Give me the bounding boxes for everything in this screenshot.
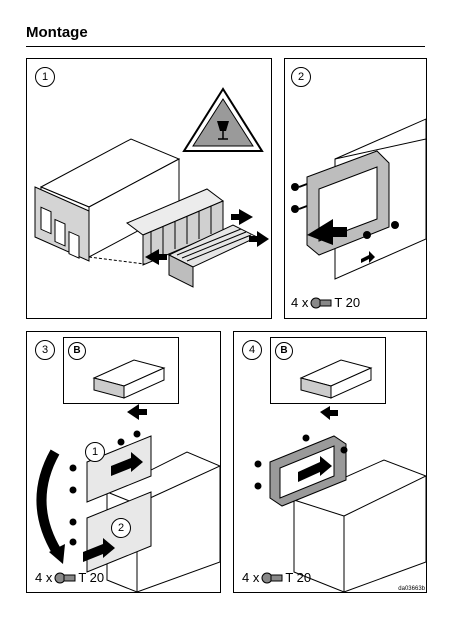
screw-spec: 4 x T 20 xyxy=(242,570,311,585)
step-number: 1 xyxy=(35,67,55,87)
screw-icon xyxy=(310,297,332,308)
step-2-illustration xyxy=(291,118,426,280)
arrow-icon xyxy=(298,406,338,482)
screw-icon xyxy=(54,572,76,583)
arrow-icon xyxy=(83,404,147,562)
screw-spec: 4 x T 20 xyxy=(35,570,104,585)
screw-count: 4 x xyxy=(291,295,309,310)
screw-icon xyxy=(261,572,283,583)
step-number: 2 xyxy=(291,67,311,87)
front-bezel xyxy=(34,186,90,262)
title-rule xyxy=(26,46,425,47)
screw-icon xyxy=(69,430,141,546)
detail-letter: B xyxy=(275,342,293,360)
detail-view: B xyxy=(270,337,386,404)
detail-illustration xyxy=(299,359,373,399)
screw-type: T 20 xyxy=(285,570,312,585)
screw-type: T 20 xyxy=(78,570,105,585)
screw-icon xyxy=(291,183,399,239)
arrow-icon xyxy=(145,209,269,265)
screw-spec: 4 x T 20 xyxy=(291,295,360,310)
arrow-icon xyxy=(307,219,375,263)
sub-step-1: 1 xyxy=(85,442,105,462)
document-id: da03663b xyxy=(398,586,425,592)
panel-step-4: 4 B 4 x T 20 xyxy=(233,331,427,593)
sub-step-2: 2 xyxy=(111,518,131,538)
step-1-illustration xyxy=(34,87,269,288)
step-4-illustration xyxy=(254,406,426,592)
fragile-warning-icon xyxy=(182,87,264,152)
step-number: 3 xyxy=(35,340,55,360)
detail-illustration xyxy=(92,359,166,399)
screw-count: 4 x xyxy=(35,570,53,585)
panel-step-3: 3 B 1 2 4 x xyxy=(26,331,221,593)
screw-type: T 20 xyxy=(334,295,361,310)
screw-icon xyxy=(254,434,348,490)
page-title: Montage xyxy=(26,24,88,41)
panel-step-1: 1 xyxy=(26,58,272,319)
screw-count: 4 x xyxy=(242,570,260,585)
panel-step-2: 2 4 x T 20 xyxy=(284,58,427,319)
removed-grille xyxy=(126,188,224,266)
step-number: 4 xyxy=(242,340,262,360)
detail-letter: B xyxy=(68,342,86,360)
step-3-illustration xyxy=(36,404,220,592)
detail-view: B xyxy=(63,337,179,404)
